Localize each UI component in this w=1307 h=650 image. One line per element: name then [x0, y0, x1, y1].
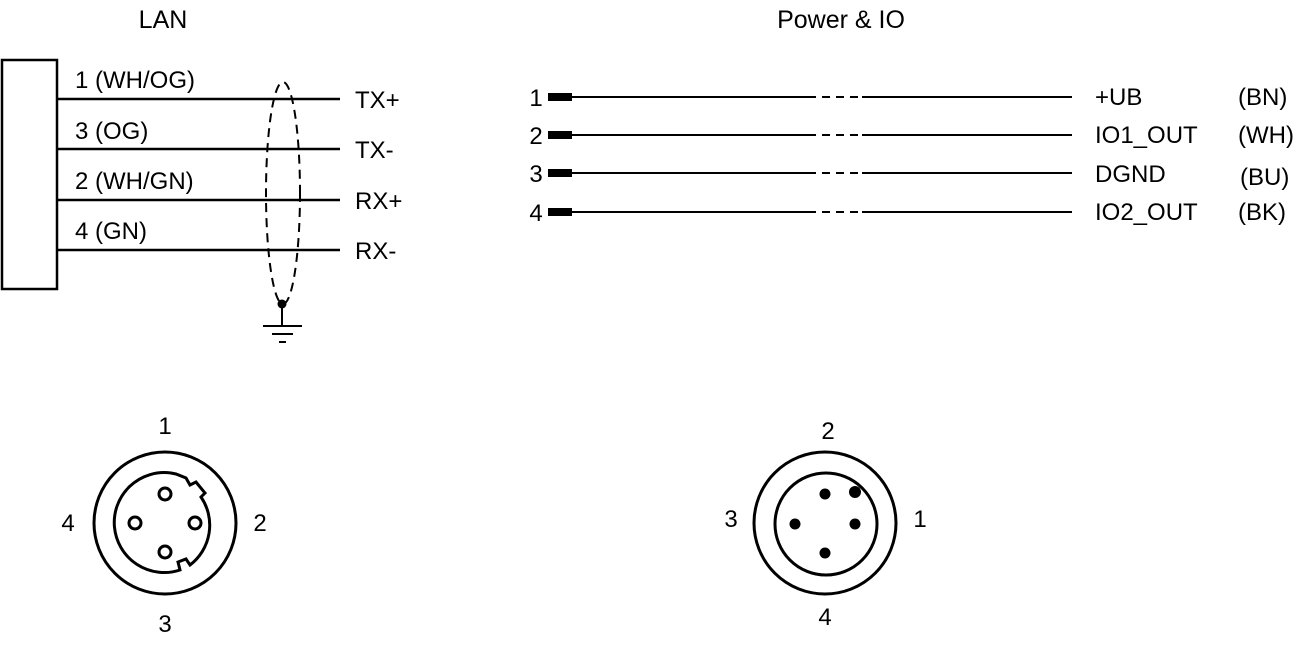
power-wire-signal: DGND [1095, 161, 1166, 188]
lan-wire-1: 1 (WH/OG) TX+ [57, 67, 400, 114]
power-wire-signal: +UB [1095, 84, 1142, 111]
lan-wire-label: 2 (WH/GN) [75, 168, 194, 195]
power-wire-color: (BU) [1240, 164, 1289, 191]
lan-wire-label: 4 (GN) [75, 218, 147, 245]
lan-wire-label: 3 (OG) [75, 118, 148, 145]
shield-ellipse [265, 81, 301, 305]
lan-pin-label-top: 1 [158, 413, 171, 440]
lan-title: LAN [139, 6, 188, 34]
lan-connector-face [92, 450, 238, 596]
power-connector-face [752, 450, 898, 596]
power-wire-color: (WH) [1238, 122, 1294, 149]
power-pin-label-bottom: 4 [818, 604, 831, 631]
lan-device-box [0, 58, 59, 291]
lan-wire-signal: TX- [355, 137, 394, 164]
ground-icon [263, 299, 302, 343]
power-pin-number: 1 [529, 85, 542, 112]
lan-pin-label-left: 4 [61, 510, 74, 537]
power-wire-color: (BK) [1238, 199, 1286, 226]
lan-wire-signal: RX+ [355, 188, 402, 215]
power-pin-label-left: 3 [724, 506, 737, 533]
power-pin-label-top: 2 [821, 418, 834, 445]
power-pin-number: 4 [529, 200, 542, 227]
lan-wire-signal: TX+ [355, 87, 400, 114]
lan-wire-signal: RX- [355, 238, 396, 265]
lan-wire-label: 1 (WH/OG) [75, 67, 195, 94]
power-pin-number: 2 [529, 123, 542, 150]
power-wire-4: 4 IO2_OUT (BK) [529, 199, 1286, 227]
power-wire-signal: IO2_OUT [1095, 199, 1198, 226]
power-pin-number: 3 [529, 161, 542, 188]
power-wire-3: 3 DGND (BU) [529, 161, 1289, 191]
power-title: Power & IO [777, 6, 905, 34]
lan-wire-3: 2 (WH/GN) RX+ [57, 168, 402, 215]
power-pin-label-right: 1 [913, 506, 926, 533]
power-wire-color: (BN) [1238, 84, 1287, 111]
lan-wire-2: 3 (OG) TX- [57, 118, 394, 164]
lan-wire-4: 4 (GN) RX- [57, 218, 396, 265]
lan-pin-label-bottom: 3 [158, 611, 171, 638]
power-wire-1: 1 +UB (BN) [529, 84, 1287, 112]
power-wire-signal: IO1_OUT [1095, 122, 1198, 149]
power-wire-2: 2 IO1_OUT (WH) [529, 122, 1294, 150]
lan-pin-label-right: 2 [253, 510, 266, 537]
